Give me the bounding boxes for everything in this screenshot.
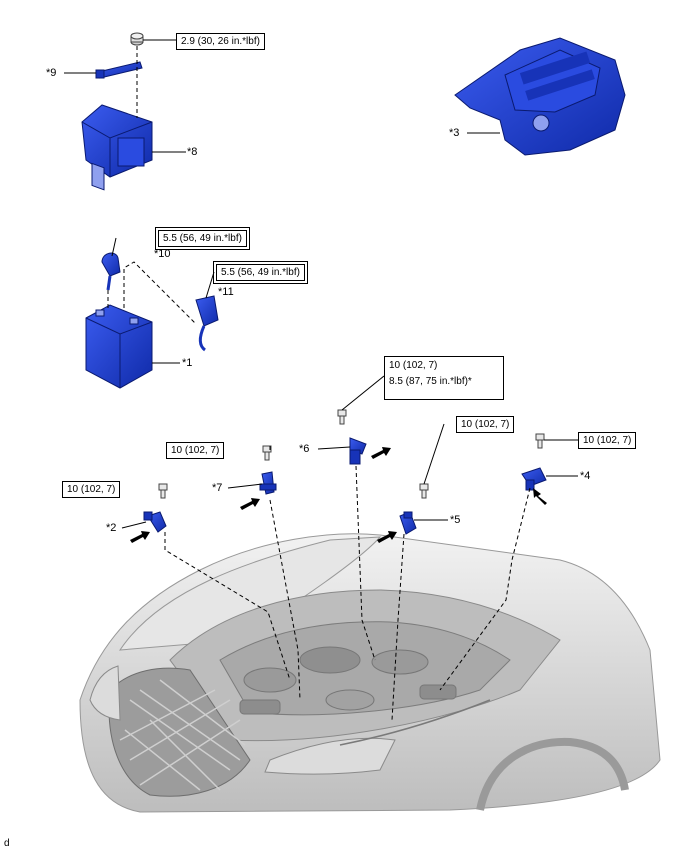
- engine-cover-part: [454, 37, 626, 156]
- torque-spec-terminal-10: 5.5 (56, 49 in.*lbf): [155, 227, 250, 250]
- callout-8: *8: [187, 146, 198, 158]
- callout-3: *3: [449, 127, 460, 139]
- callout-5: *5: [450, 514, 461, 526]
- bolt-5: [419, 483, 429, 499]
- arrow-2: [130, 531, 150, 543]
- torque-spec-sensor-7: 10 (102, 7): [166, 442, 225, 459]
- dashed-assembly-lines: [107, 46, 531, 721]
- battery-tray-part: [81, 104, 153, 191]
- torque-spec-sensor-2: 10 (102, 7): [62, 481, 121, 498]
- sensor-part-7: [259, 471, 277, 495]
- positive-terminal-part: [195, 295, 219, 352]
- negative-terminal-part: [101, 252, 121, 291]
- torque-spec-clamp-nut: 2.9 (30, 26 in.*lbf): [176, 33, 265, 50]
- bolt-6: [337, 409, 347, 425]
- arrow-4: [533, 488, 547, 505]
- leader-lines: [64, 39, 578, 529]
- clamp-nut: [130, 32, 144, 46]
- bolt-2: [158, 483, 168, 499]
- callout-9: *9: [46, 67, 57, 79]
- torque-spec-sensor-6-line1: 10 (102, 7): [389, 360, 438, 371]
- sensor-part-4: [521, 467, 547, 491]
- arrow-5: [377, 531, 397, 543]
- sensor-part-6: [349, 437, 367, 465]
- image-code: d: [4, 838, 10, 849]
- torque-spec-sensor-6-line2: 8.5 (87, 75 in.*lbf)*: [389, 376, 472, 387]
- sensor-part-5: [399, 511, 417, 535]
- callout-1: *1: [182, 357, 193, 369]
- callout-6: *6: [299, 443, 310, 455]
- torque-spec-sensor-6: 10 (102, 7) 8.5 (87, 75 in.*lbf)*: [384, 356, 504, 400]
- callout-4: *4: [580, 470, 591, 482]
- bolt-4: [535, 433, 545, 449]
- battery-part: [85, 304, 153, 389]
- sensor-part-2: [143, 511, 167, 533]
- torque-spec-terminal-11: 5.5 (56, 49 in.*lbf): [213, 261, 308, 284]
- vehicle-front-illustration: [79, 533, 661, 813]
- callout-2: *2: [106, 522, 117, 534]
- callout-11: *11: [218, 286, 234, 298]
- arrow-6: [371, 447, 391, 459]
- bolt-7: [262, 445, 272, 461]
- arrow-7: [240, 498, 260, 510]
- battery-clamp-part: [95, 61, 143, 79]
- bolts: [158, 409, 545, 499]
- torque-spec-sensor-5: 10 (102, 7): [456, 416, 515, 433]
- callout-10: *10: [154, 248, 171, 260]
- torque-spec-sensor-4: 10 (102, 7): [578, 432, 637, 449]
- callout-7: *7: [212, 482, 223, 494]
- arrows: [130, 447, 547, 543]
